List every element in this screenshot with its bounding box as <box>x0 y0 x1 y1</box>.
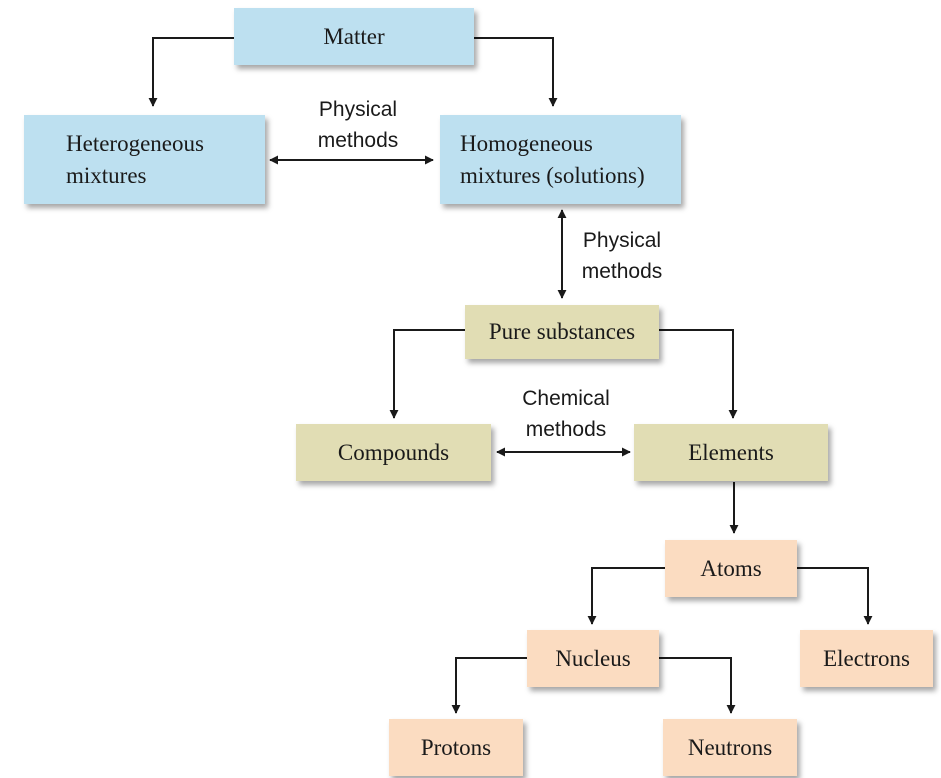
edge-label-physical-methods-1: Physical methods <box>317 98 399 152</box>
node-elements: Elements <box>634 424 828 481</box>
node-atoms-label: Atoms <box>700 555 762 581</box>
node-pure-substances-label: Pure substances <box>488 319 636 344</box>
node-compounds: Compounds <box>296 424 491 481</box>
arrow-atoms-to-electrons <box>797 567 873 625</box>
arrow-matter-to-heterogeneous <box>148 37 235 107</box>
node-electrons-label: Electrons <box>823 645 910 671</box>
arrow-pure-substances-to-elements <box>659 329 738 419</box>
node-compounds-label: Compounds <box>337 439 450 465</box>
node-matter: Matter <box>234 8 474 65</box>
node-elements-label: Elements <box>688 439 774 465</box>
node-homogeneous-mixtures: Homogeneous mixtures (solutions) <box>440 115 681 204</box>
node-matter-label: Matter <box>323 23 385 49</box>
node-protons-label: Protons <box>420 734 492 760</box>
node-heterogeneous-mixtures: Heterogeneous mixtures <box>24 115 265 204</box>
node-electrons: Electrons <box>800 630 933 687</box>
edge-label-chemical-methods: Chemical methods <box>522 387 610 441</box>
arrow-matter-to-homogeneous <box>474 37 558 107</box>
node-homogeneous-label: Homogeneous mixtures (solutions) <box>460 130 645 188</box>
node-heterogeneous-label: Heterogeneous mixtures <box>66 130 204 188</box>
edge-label-physical-methods-2: Physical methods <box>581 229 663 283</box>
node-nucleus: Nucleus <box>527 630 659 687</box>
arrow-atoms-to-nucleus <box>587 567 665 625</box>
arrow-nucleus-to-protons <box>451 657 527 714</box>
node-protons: Protons <box>389 719 523 776</box>
node-nucleus-label: Nucleus <box>555 645 631 671</box>
node-pure-substances: Pure substances <box>465 305 659 359</box>
node-neutrons-label: Neutrons <box>687 734 773 760</box>
node-atoms: Atoms <box>665 540 797 597</box>
node-neutrons: Neutrons <box>663 719 797 776</box>
arrow-nucleus-to-neutrons <box>659 657 736 714</box>
arrow-pure-substances-to-compounds <box>389 329 465 419</box>
